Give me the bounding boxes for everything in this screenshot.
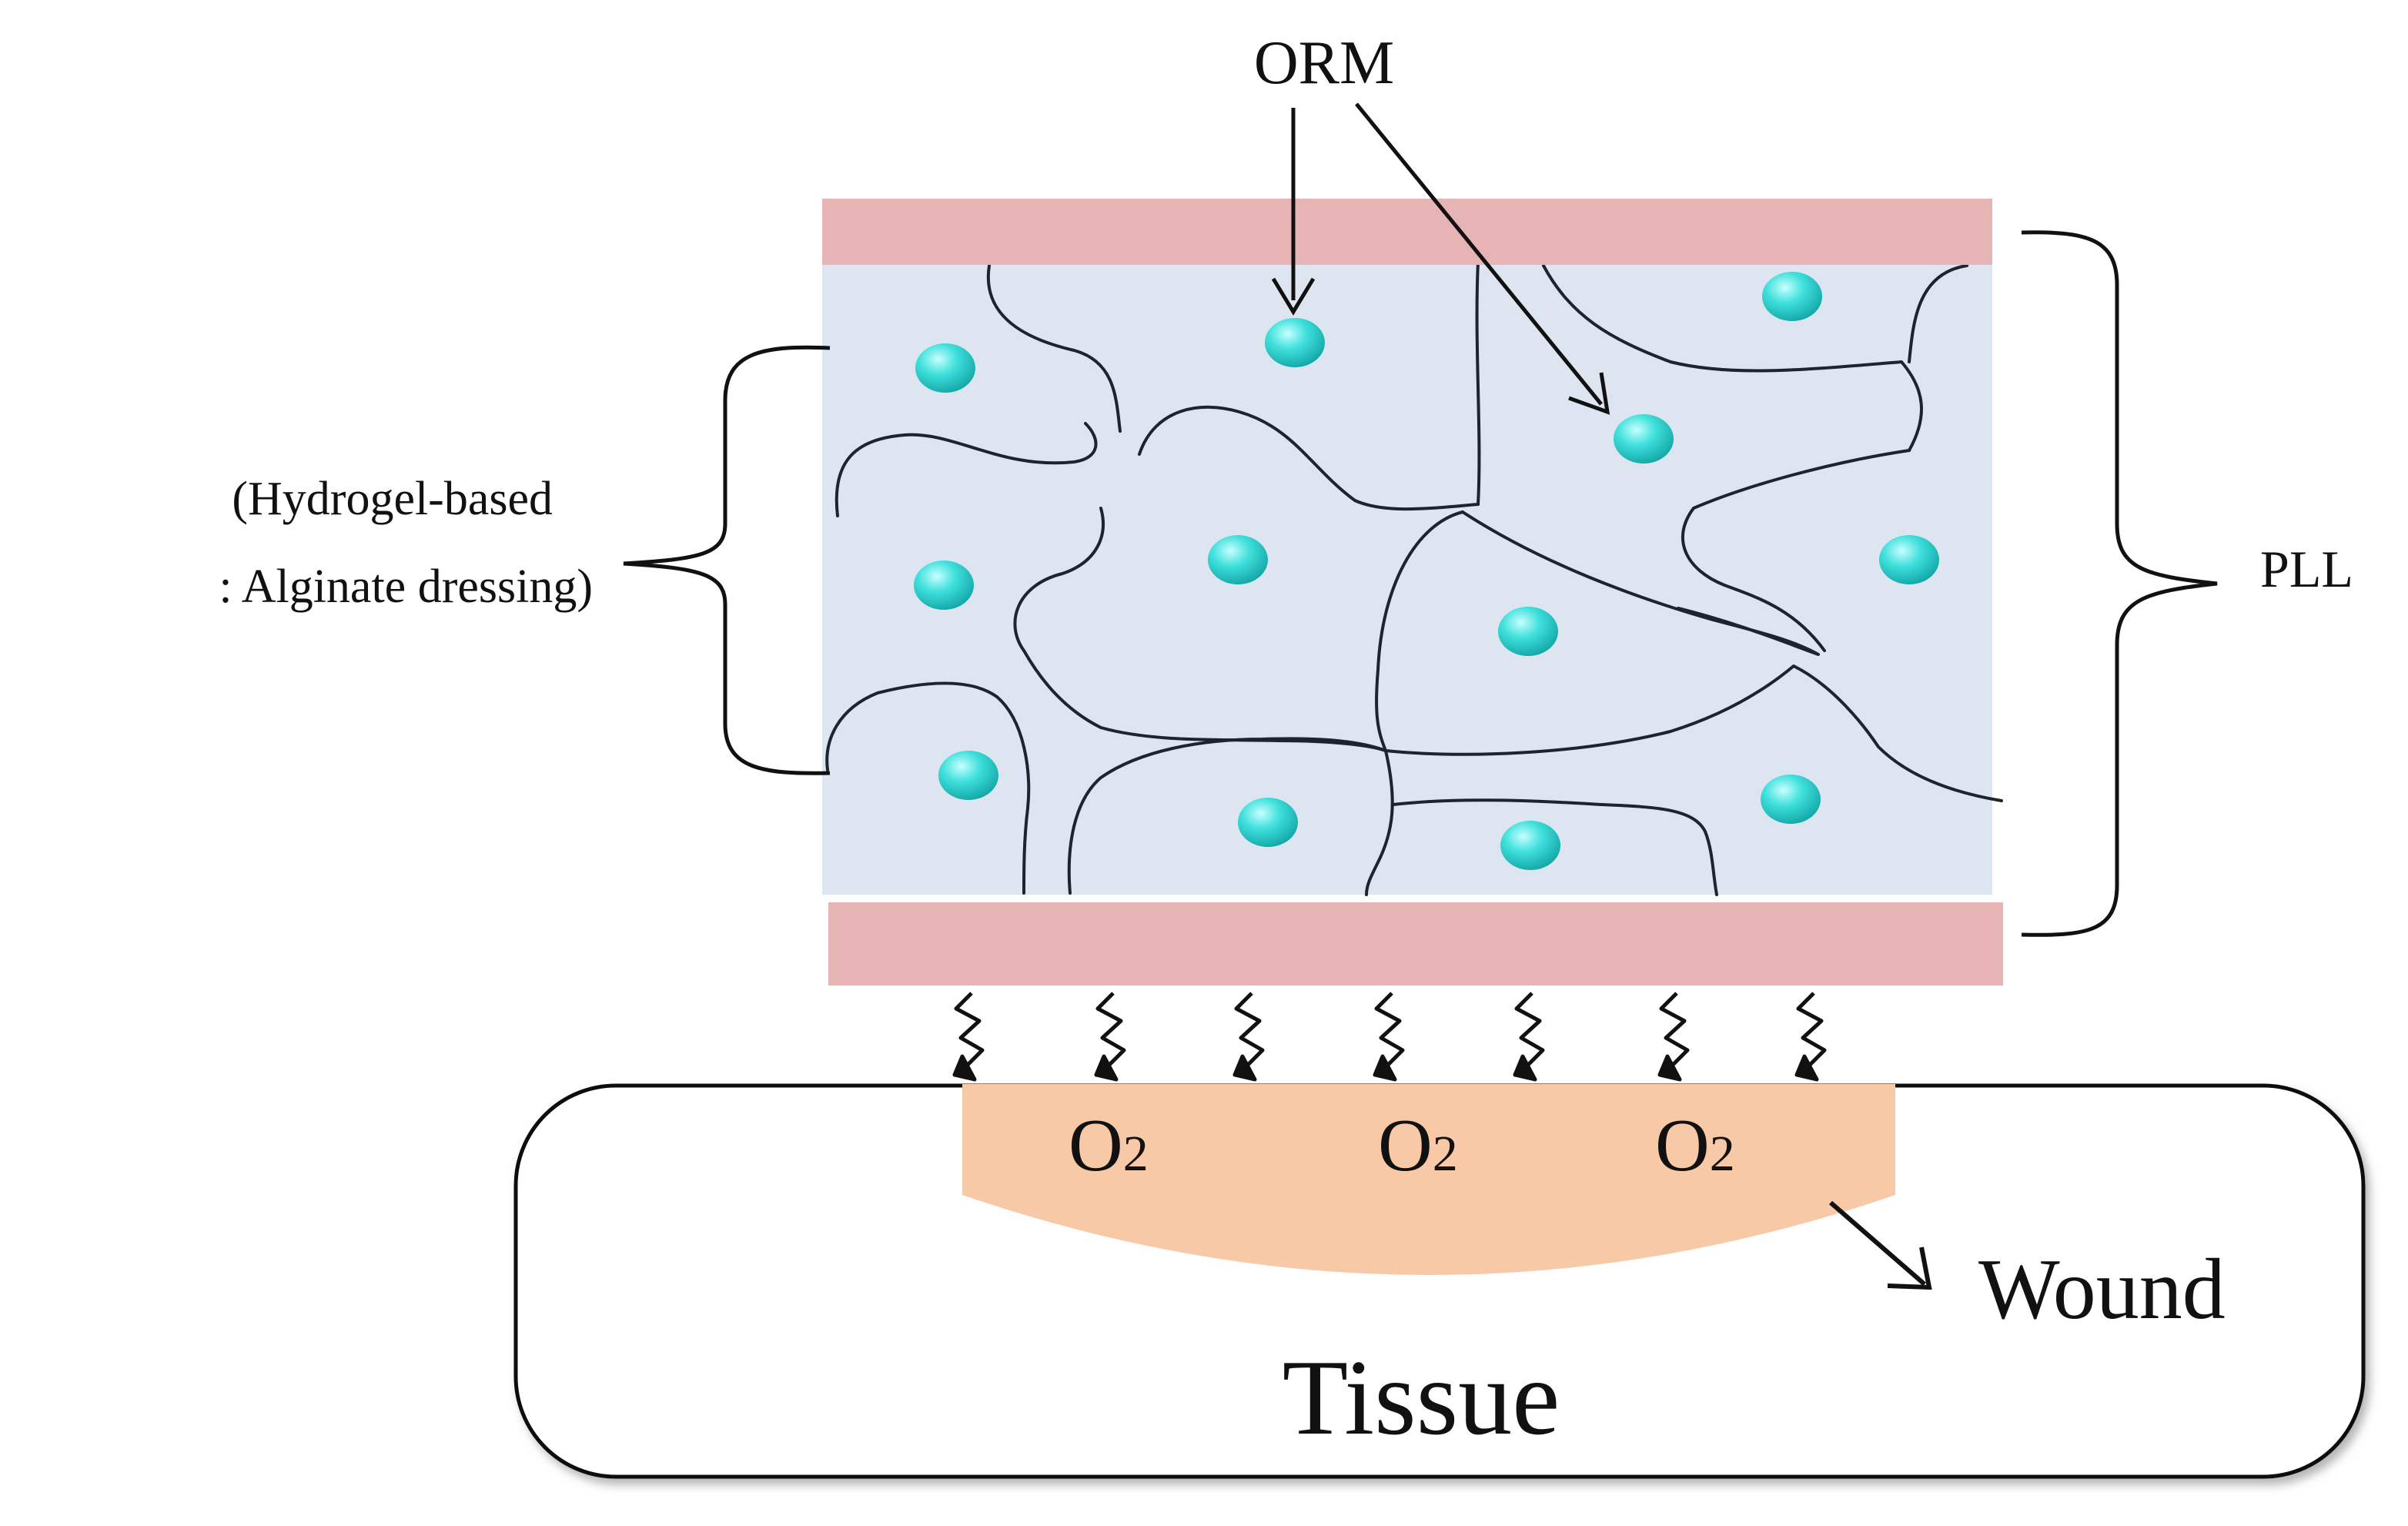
orm-particle bbox=[1265, 318, 1325, 367]
oxygen-subscript: 2 bbox=[1123, 1126, 1149, 1182]
orm-particle bbox=[914, 561, 974, 610]
orm-arrow-diagonal bbox=[1355, 102, 1610, 415]
oxygen-label: O2 bbox=[1378, 1104, 1458, 1187]
hydrogel-label-line2: : Alginate dressing) bbox=[219, 561, 593, 613]
oxygen-symbol: O bbox=[1069, 1104, 1123, 1187]
orm-particle bbox=[1238, 798, 1298, 847]
pll-layer-top bbox=[822, 199, 1992, 265]
orm-particle bbox=[1500, 821, 1560, 870]
orm-particles bbox=[914, 272, 1939, 870]
oxygen-subscript: 2 bbox=[1710, 1126, 1735, 1182]
wavy-arrow bbox=[1794, 992, 1827, 1082]
wavy-arrow bbox=[1513, 992, 1545, 1082]
wavy-arrow bbox=[1232, 992, 1265, 1082]
hydrogel-brace bbox=[623, 345, 831, 775]
orm-particle bbox=[915, 343, 975, 393]
orm-particle bbox=[938, 751, 998, 800]
oxygen-label: O2 bbox=[1655, 1104, 1735, 1187]
wavy-arrow bbox=[952, 992, 985, 1082]
oxygen-subscript: 2 bbox=[1433, 1126, 1458, 1182]
wavy-arrow bbox=[1094, 992, 1126, 1082]
wound-label: Wound bbox=[1978, 1242, 2226, 1337]
hydrogel-network bbox=[825, 260, 2003, 896]
pll-layer-bottom bbox=[828, 902, 2003, 986]
orm-particle bbox=[1762, 272, 1822, 321]
orm-particle bbox=[1498, 607, 1558, 656]
oxygen-release-arrows bbox=[952, 992, 1827, 1082]
pll-brace bbox=[2021, 230, 2218, 937]
wavy-arrow bbox=[1373, 992, 1405, 1082]
oxygen-symbol: O bbox=[1655, 1104, 1710, 1187]
oxygen-symbol: O bbox=[1378, 1104, 1433, 1187]
wound-region bbox=[962, 1084, 1895, 1275]
pll-label: PLL bbox=[2260, 540, 2353, 598]
wavy-arrow bbox=[1657, 992, 1690, 1082]
orm-particle bbox=[1761, 775, 1821, 824]
orm-label: ORM bbox=[1254, 29, 1394, 97]
orm-arrow-vertical bbox=[1271, 108, 1316, 316]
oxygen-label: O2 bbox=[1069, 1104, 1149, 1187]
orm-particle bbox=[1208, 535, 1268, 584]
orm-particle bbox=[1879, 535, 1939, 584]
wound-arrow bbox=[1829, 1200, 1932, 1290]
hydrogel-label-line1: (Hydrogel-based bbox=[232, 473, 553, 525]
orm-particle bbox=[1614, 414, 1674, 463]
tissue-label: Tissue bbox=[1283, 1338, 1560, 1457]
